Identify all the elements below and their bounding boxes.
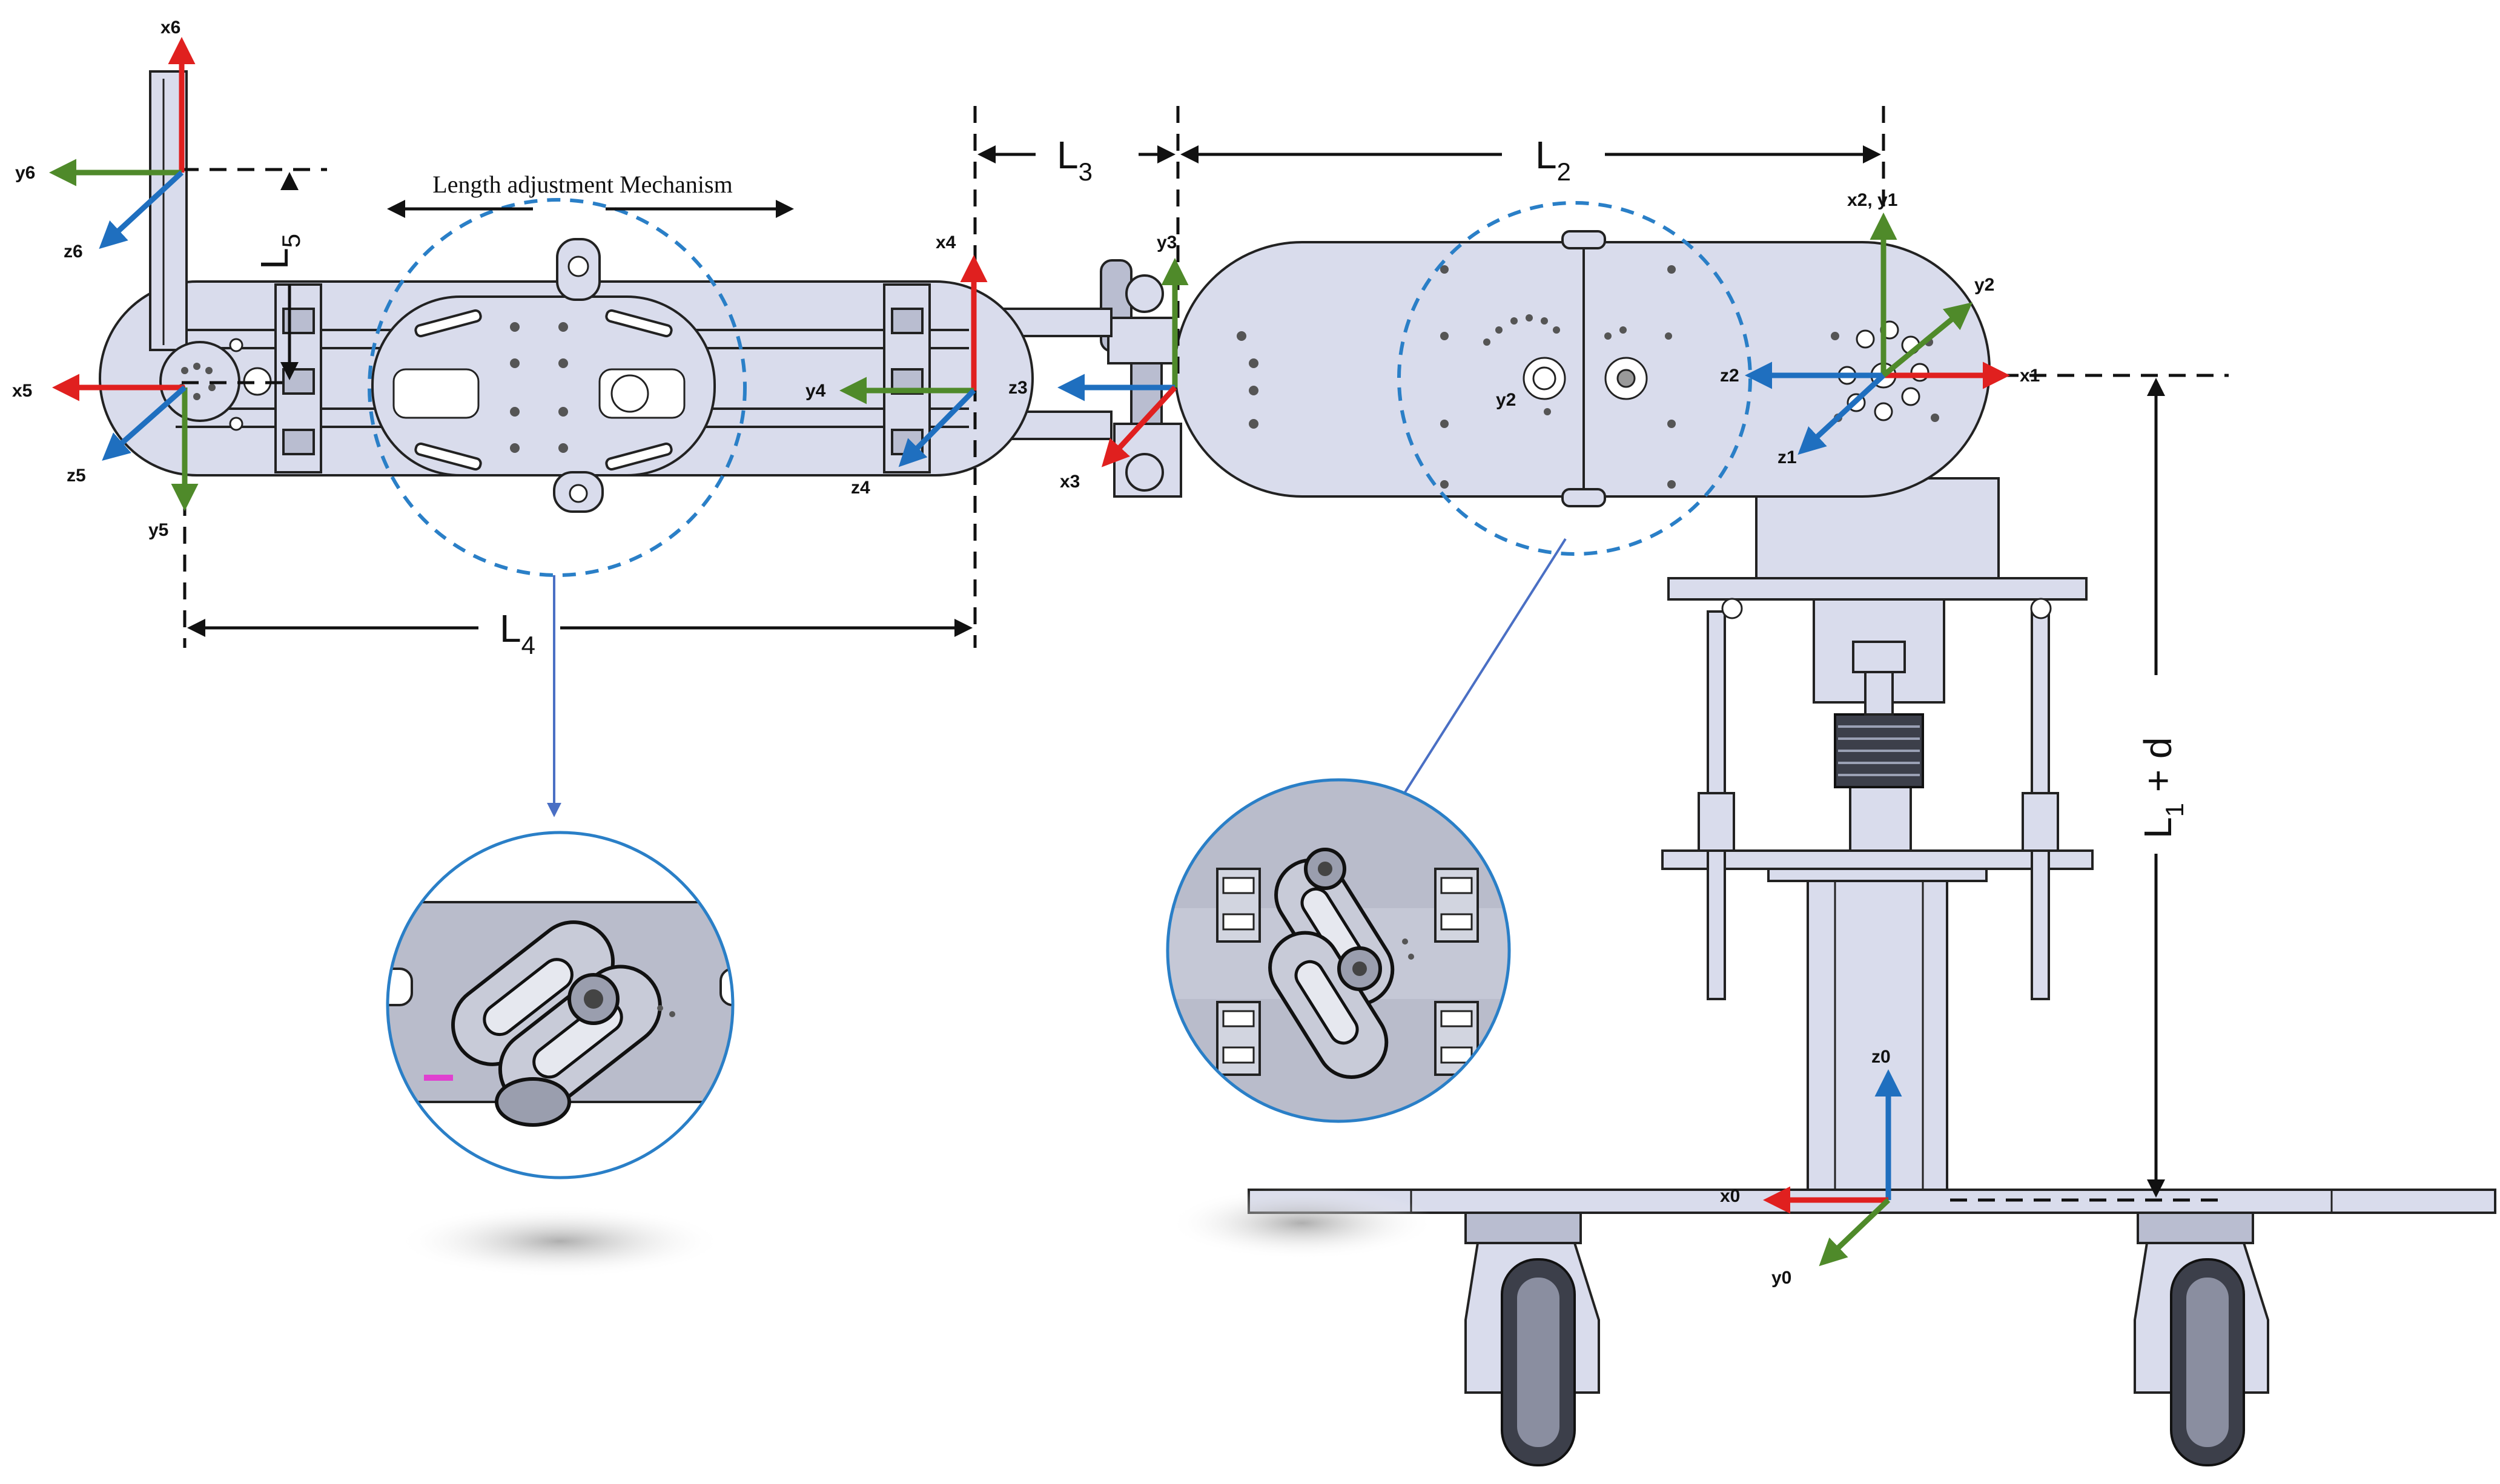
z3-label: z3 <box>1008 378 1028 398</box>
dimension-lines <box>182 106 2229 1202</box>
dimension-l1-d-label: L1 + d <box>2136 737 2189 839</box>
mechanism-caption: Length adjustment Mechanism <box>432 171 732 198</box>
dimension-l3-label: L3 <box>1057 133 1093 186</box>
y2-center-label: y2 <box>1496 390 1516 410</box>
frame-4: x4 y4 z4 <box>805 232 988 498</box>
y2-axis <box>1882 302 1973 378</box>
z1-axis <box>1797 373 1886 455</box>
x0-label: x0 <box>1720 1186 1740 1206</box>
upper-plate <box>1667 577 2088 601</box>
upper-arm-body <box>1174 241 1991 498</box>
y0-axis <box>1819 1198 1891 1267</box>
z2-label: z2 <box>1720 366 1739 386</box>
frame-0: z0 x0 y0 <box>1720 1047 1902 1288</box>
dimension-l2-label: L2 <box>1535 133 1571 186</box>
caster-wheel-right <box>2134 1212 2269 1466</box>
y5-label: y5 <box>148 520 168 540</box>
x4-label: x4 <box>936 232 956 252</box>
inset-clamp-tl <box>1216 868 1261 943</box>
frame-3: y3 z3 x3 <box>1008 232 1189 492</box>
callout-arrow-right <box>1391 538 1567 814</box>
z1-label: z1 <box>1777 447 1797 467</box>
lower-plate <box>1661 849 2094 870</box>
z6-axis <box>99 170 184 249</box>
x3-label: x3 <box>1060 472 1080 492</box>
zoom-inset-upper-arm-mechanism <box>1166 778 1511 1259</box>
support-column <box>1807 880 1948 1191</box>
dimension-l5-label: L5 <box>253 234 305 269</box>
z4-axis <box>898 388 976 467</box>
z5-label: z5 <box>67 466 86 486</box>
link-2-upper-arm <box>1174 230 1991 507</box>
frame-1-2: x2, y1 y2 x1 z2 z1 y2 <box>1496 190 2040 467</box>
x6-label: x6 <box>160 18 180 38</box>
frame-6: x6 y6 z6 <box>15 18 196 262</box>
z4-label: z4 <box>851 478 870 498</box>
elbow-joint <box>1100 259 1182 498</box>
x5-label: x5 <box>12 381 32 401</box>
x2-y1-label: x2, y1 <box>1847 190 1897 210</box>
focus-circle-forearm <box>368 198 747 577</box>
length-adjustment-plate <box>371 238 716 513</box>
z6-label: z6 <box>64 242 83 262</box>
z0-label: z0 <box>1871 1047 1891 1067</box>
clamp-block-left <box>274 283 322 473</box>
caster-wheel-left <box>1464 1212 1600 1466</box>
dimension-l4-label: L4 <box>500 607 535 659</box>
y6-label: y6 <box>15 163 35 183</box>
x3-axis <box>1101 385 1177 467</box>
y3-label: y3 <box>1157 232 1177 252</box>
zoom-inset-forearm-mechanism <box>386 831 735 1278</box>
wrist-flange <box>159 341 240 422</box>
mobile-base <box>1248 477 2496 1466</box>
y0-label: y0 <box>1771 1268 1791 1288</box>
frame-5: x5 y5 z5 <box>12 374 199 540</box>
z5-axis <box>102 385 187 461</box>
y4-label: y4 <box>805 381 826 401</box>
y2-label: y2 <box>1974 275 1994 295</box>
x1-label: x1 <box>2020 366 2040 386</box>
